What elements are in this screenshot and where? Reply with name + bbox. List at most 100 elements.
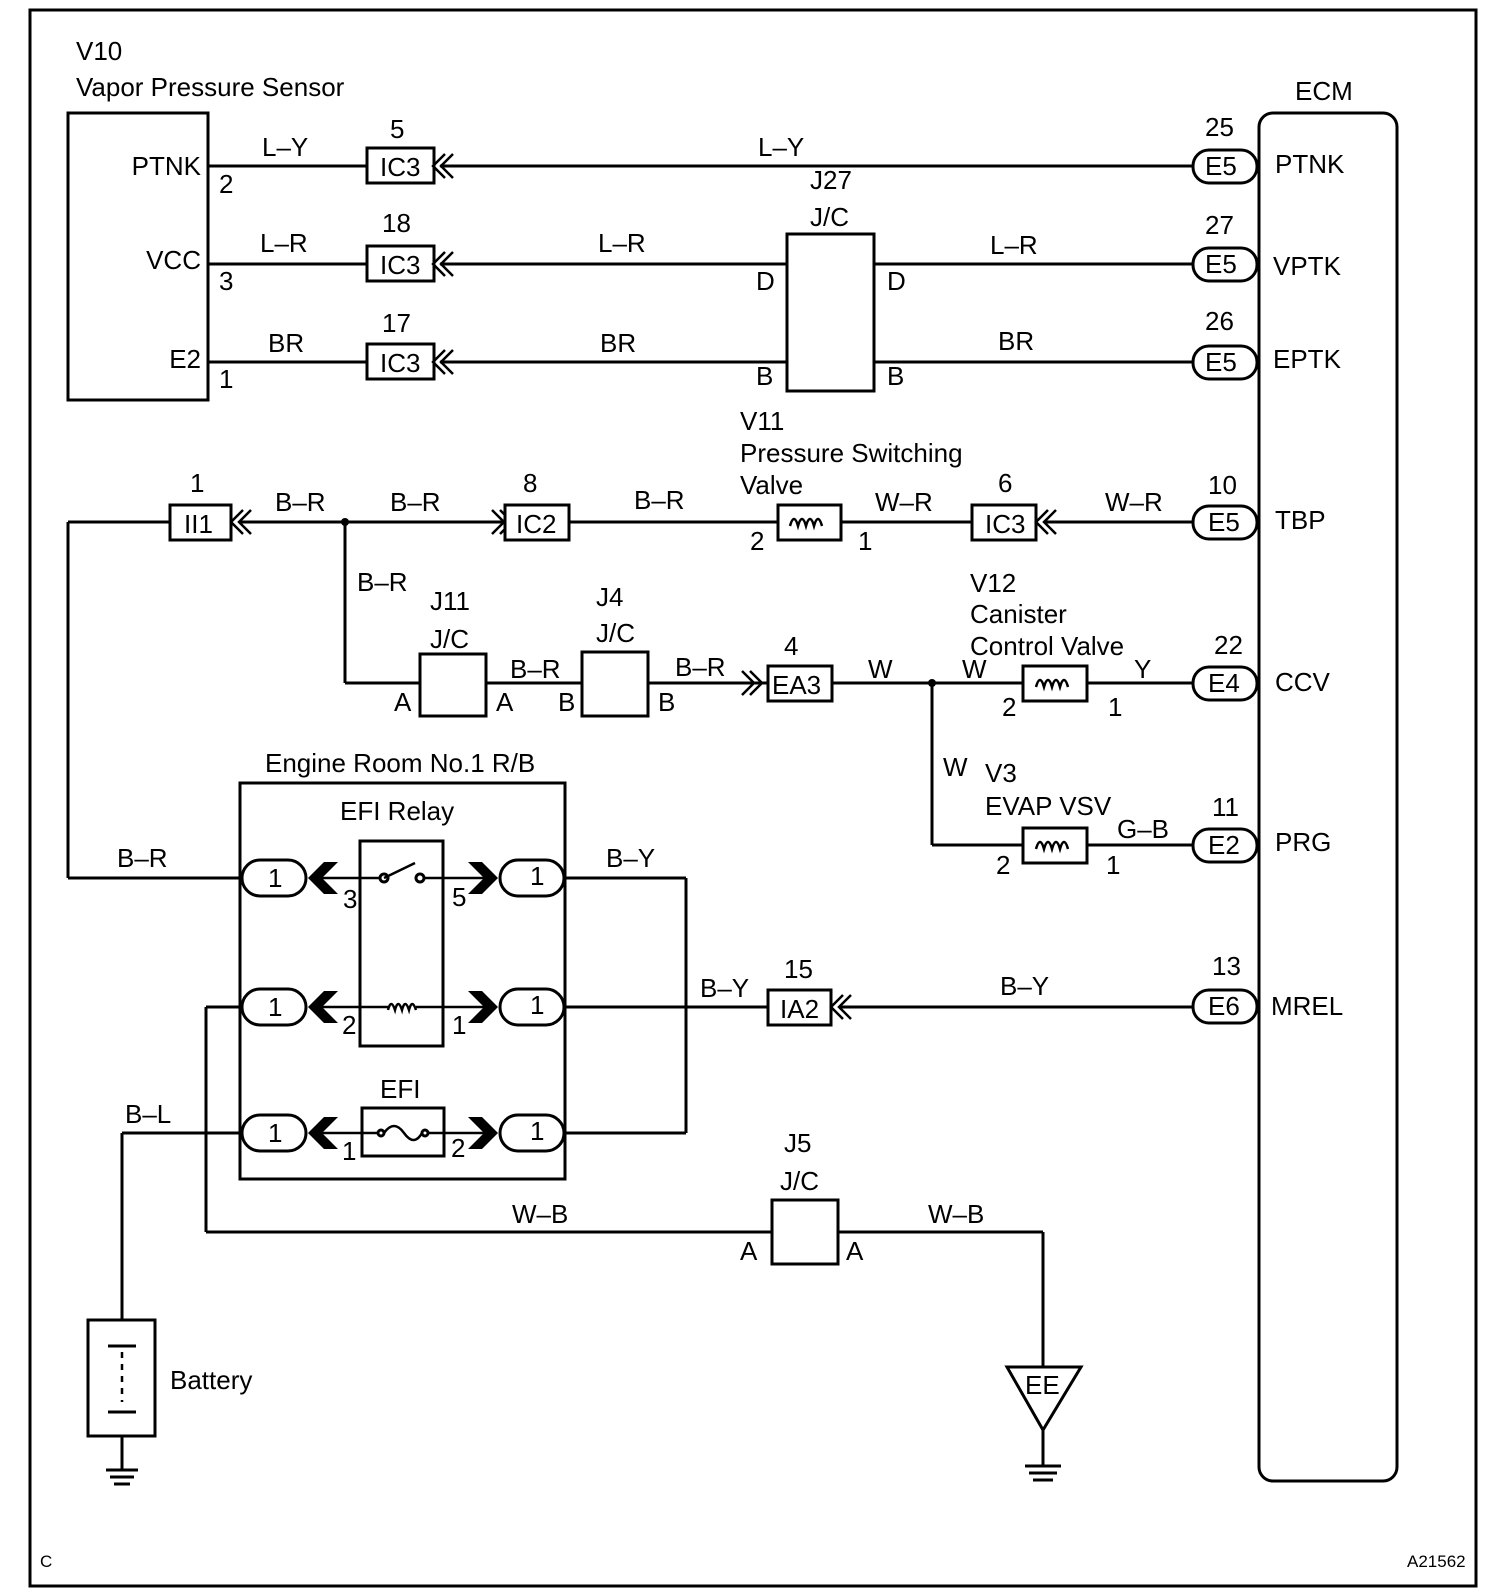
fuse-pin: 1: [342, 1136, 356, 1166]
wire-label: W: [943, 752, 968, 782]
connector-code: II1: [184, 509, 213, 539]
vsv-code: V3: [985, 758, 1017, 788]
canister-control-valve-v12: V12 Canister Control Valve 2 1: [970, 568, 1124, 722]
ecm-pin-number: 13: [1212, 951, 1241, 981]
wire-label: BR: [268, 328, 304, 358]
ecm-pin-number: 25: [1205, 112, 1234, 142]
vapor-pressure-sensor: V10 Vapor Pressure Sensor PTNK VCC E2 2 …: [66, 36, 345, 402]
connector-code: IC2: [516, 509, 556, 539]
wire-label: B–R: [510, 654, 561, 684]
junction-pin: A: [496, 687, 514, 717]
vsv-pin: 2: [996, 850, 1010, 880]
ecm-pin-number: 11: [1212, 792, 1239, 822]
ecm-connector: E5: [1205, 151, 1237, 181]
junction-pin: A: [740, 1236, 758, 1266]
wire-label: B–R: [357, 567, 408, 597]
connector-ea3-4: 4 EA3: [741, 631, 834, 703]
wire-label: BR: [998, 326, 1034, 356]
connector-ic2-8: 8 IC2: [491, 468, 571, 542]
wire-label: G–B: [1117, 814, 1169, 844]
fuse-name: EFI: [380, 1074, 420, 1104]
ecm-pin-name: PTNK: [1275, 149, 1345, 179]
connector-ic3-17: 17 IC3: [365, 308, 454, 381]
junction-pin: B: [658, 687, 675, 717]
ecm-connector: E2: [1208, 830, 1240, 860]
battery: Battery: [86, 1318, 252, 1486]
sensor-pin-num-1: 1: [219, 364, 233, 394]
sensor-pin-num-2: 2: [219, 169, 233, 199]
connector-ic3-18: 18 IC3: [365, 208, 454, 283]
terminal-number: 1: [268, 863, 282, 893]
connector-ii1-1: 1 II1: [168, 468, 252, 542]
junction-pin: B: [887, 361, 904, 391]
wire-label: B–R: [390, 487, 441, 517]
connector-number: 5: [390, 114, 404, 144]
junction-connector-j5: J5 J/C A A: [740, 1128, 864, 1266]
relay-block-title: Engine Room No.1 R/B: [265, 748, 535, 778]
ground-label: EE: [1025, 1370, 1060, 1400]
wire-label: B–R: [634, 485, 685, 515]
corner-label: C: [40, 1552, 52, 1571]
junction-connector-j11: J11 J/C A A: [394, 586, 514, 718]
junction-type: J/C: [596, 618, 635, 648]
wire-label: W–B: [512, 1199, 568, 1229]
sensor-name: Vapor Pressure Sensor: [76, 72, 345, 102]
ecm-pin-mrel: 13 E6 MREL: [1191, 951, 1343, 1025]
junction-pin: B: [756, 361, 773, 391]
ecm-connector: E6: [1208, 991, 1240, 1021]
ecm-title: ECM: [1295, 76, 1353, 106]
figure-id: A21562: [1407, 1552, 1466, 1571]
junction-connector-j27: J27 J/C D D B B: [756, 165, 906, 393]
sensor-pin-ptnk: PTNK: [132, 151, 202, 181]
wire-label: L–R: [990, 230, 1038, 260]
sensor-pin-vcc: VCC: [146, 245, 201, 275]
junction-pin: D: [756, 266, 775, 296]
ecm-pin-name: VPTK: [1273, 251, 1342, 281]
junction-pin: A: [394, 687, 412, 717]
connector-number: 8: [523, 468, 537, 498]
wire-label: B–Y: [700, 973, 749, 1003]
valve-pin: 2: [1002, 692, 1016, 722]
wire-label: W: [868, 654, 893, 684]
ecm-pin-number: 10: [1208, 470, 1237, 500]
ecm-connector: E4: [1208, 668, 1240, 698]
wire-label: L–Y: [758, 132, 804, 162]
connector-ic3-5: 5 IC3: [365, 114, 454, 185]
ecm-pin-ptnk: 25 E5 PTNK: [1191, 112, 1345, 185]
engine-room-relay-block: Engine Room No.1 R/B EFI Relay EFI 1 1 1…: [238, 748, 567, 1181]
valve-name: Valve: [740, 470, 803, 500]
relay-pin: 3: [343, 884, 357, 914]
ecm-pin-name: EPTK: [1273, 344, 1342, 374]
terminal-number: 1: [268, 1118, 282, 1148]
connector-number: 1: [190, 468, 204, 498]
valve-name: Pressure Switching: [740, 438, 963, 468]
wire-label: B–R: [275, 487, 326, 517]
connector-number: 18: [382, 208, 411, 238]
junction-code: J27: [810, 165, 852, 195]
ecm-connector: E5: [1205, 347, 1237, 377]
connector-code: IA2: [780, 994, 819, 1024]
terminal-number: 1: [530, 861, 544, 891]
junction-connector-j4: J4 J/C B B: [558, 582, 675, 718]
connector-code: IC3: [985, 509, 1025, 539]
connector-number: 6: [998, 468, 1012, 498]
valve-pin: 2: [750, 526, 764, 556]
pressure-switching-valve-v11: V11 Pressure Switching Valve 2 1: [740, 406, 963, 556]
junction-pin: D: [887, 266, 906, 296]
junction-pin: A: [846, 1236, 864, 1266]
valve-name: Canister: [970, 599, 1067, 629]
junction-code: J5: [784, 1128, 811, 1158]
ecm-pin-vptk: 27 E5 VPTK: [1191, 210, 1342, 283]
connector-code: EA3: [772, 670, 821, 700]
fuse-pin: 2: [451, 1133, 465, 1163]
valve-pin: 1: [1108, 692, 1122, 722]
relay-pin: 5: [452, 882, 466, 912]
wire-label: BR: [600, 328, 636, 358]
wire-label: B–L: [125, 1099, 171, 1129]
valve-code: V12: [970, 568, 1016, 598]
ecm-pin-ccv: 22 E4 CCV: [1191, 630, 1331, 702]
junction-type: J/C: [780, 1166, 819, 1196]
ecm: ECM: [1257, 76, 1399, 1483]
ecm-pin-number: 22: [1214, 630, 1243, 660]
